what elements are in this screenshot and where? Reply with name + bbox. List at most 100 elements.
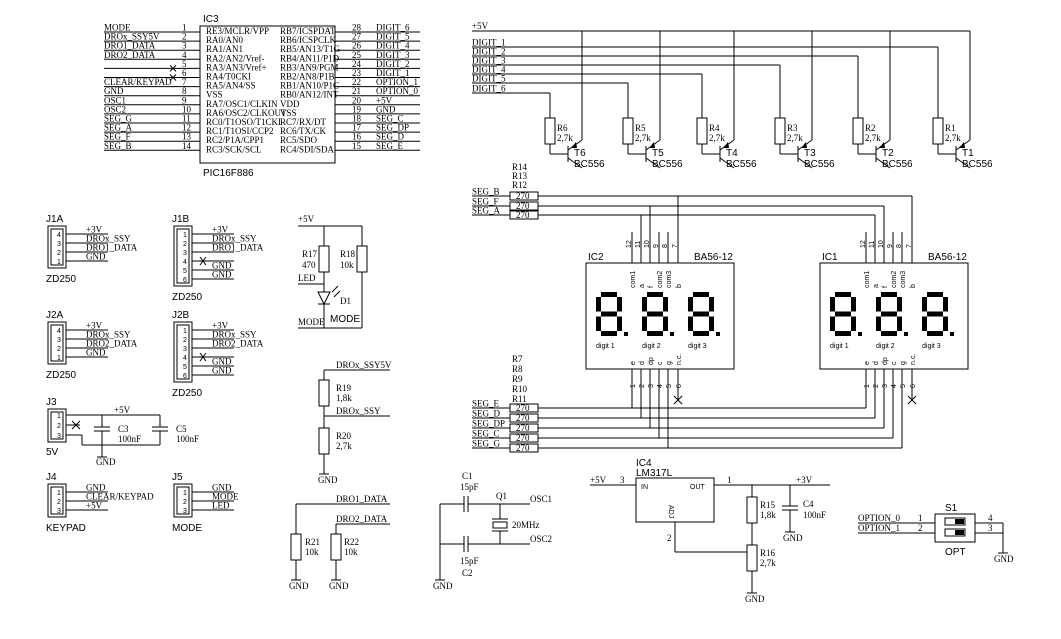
ic3-right-pin-name: RB1/AN10/P1C <box>280 81 339 91</box>
connector-inner <box>176 486 190 515</box>
ic3-left-net: SEG_A <box>104 123 133 133</box>
s1-knob <box>955 530 964 535</box>
display-bottom-pin-label: n.c. <box>910 354 917 365</box>
s1-p2: 2 <box>918 523 923 533</box>
connector-inner <box>176 324 190 380</box>
d1-diode <box>317 291 331 306</box>
mode-net-label: MODE <box>298 317 325 327</box>
ic3-right-pin-name: RB6/ICSPCLK <box>280 35 337 45</box>
j3-filter: +5V C3 100nF C5 100nF GND <box>66 405 199 467</box>
display-top-pin-num: 8 <box>896 244 903 248</box>
q1-ref: Q1 <box>496 491 507 501</box>
connector-inner <box>50 324 64 362</box>
led-circuit: +5V R17 470 R18 10k LED D1 MODE MODE <box>298 214 368 329</box>
display-segment <box>596 297 601 312</box>
connector-ref: J2A <box>46 310 64 321</box>
connector-pin-num: 4 <box>183 355 187 362</box>
transistor-ref: T6 <box>574 148 586 159</box>
display-bottom-pin-label: d <box>639 361 646 365</box>
vin-label: +5V <box>590 475 607 485</box>
ic3-left-pin-name: RC3/SCK/SCL <box>206 144 262 154</box>
nc-mark <box>169 74 177 81</box>
connector-inner <box>50 411 64 440</box>
emitter-arrow <box>801 142 807 148</box>
regulator-circuit: IC4 LM317L IN OUT ADJ +5V 3 1 +3V R15 1,… <box>590 458 830 604</box>
ic3-right-net: OPTION_0 <box>376 86 418 96</box>
display-bottom-pin-label: e <box>630 361 637 365</box>
display-top-pin-num: 11 <box>869 241 876 248</box>
display-top-pin-label: b <box>676 284 683 288</box>
pd-net1: DRO1_DATA <box>336 494 388 504</box>
display-segment <box>851 297 856 312</box>
connector-ref: J1A <box>46 214 64 225</box>
transistor-collector <box>875 157 891 169</box>
transistor-ref: T5 <box>652 148 664 159</box>
base-resistor <box>774 117 786 145</box>
display-top-pin-label: com2 <box>657 271 664 288</box>
connector-part: KEYPAD <box>46 523 86 534</box>
resistor-value: 2,7k <box>635 133 651 143</box>
ic3-left-pin-name: RC1/T1OSI/CCP2 <box>206 126 274 136</box>
display-top-pin-num: 12 <box>626 240 633 248</box>
base-resistor <box>622 117 634 145</box>
digit-driver-section: +5V DIGIT_1DIGIT_2DIGIT_3DIGIT_4DIGIT_5D… <box>472 21 993 170</box>
display-top-pin-label: a <box>639 284 646 288</box>
r19-ref: R19 <box>336 383 352 393</box>
ic3-part: PIC16F886 <box>203 168 254 179</box>
display-bottom-pin-num: 6 <box>676 384 683 388</box>
display-bottom-pin-label: dp <box>648 357 655 365</box>
display-bottom-pin-label: c <box>891 361 898 365</box>
connector-net-label: GND <box>212 483 232 493</box>
display-top-pin-num: 7 <box>672 244 679 248</box>
display-digit-label: digit 2 <box>876 343 895 350</box>
ic3-right-pin-name: RB3/AN9/PGM <box>280 62 339 72</box>
connector-part: MODE <box>172 523 202 534</box>
r15-value: 1,8k <box>760 510 776 520</box>
display-top-pin-num: 9 <box>653 244 660 248</box>
ic3-left-pin-name: RA2/AN2/Vref- <box>206 53 264 63</box>
display-segment <box>927 292 943 297</box>
connector-net-label: GND <box>212 366 232 376</box>
ic4-in: IN <box>641 484 648 491</box>
led-net-label: LED <box>298 273 316 283</box>
ic3-left-num: 9 <box>182 95 187 105</box>
ic3-left-num: 11 <box>182 114 191 124</box>
q1-crystal <box>492 521 508 529</box>
pulldown-circuit: DRO1_DATA DRO2_DATA R21 10k R22 10k GND … <box>289 494 390 591</box>
c4-value: 100nF <box>803 510 826 520</box>
c5-value: 100nF <box>176 434 199 444</box>
display-decimal-point <box>670 332 674 336</box>
resistor-value: 2,7k <box>557 133 573 143</box>
s1-ref: S1 <box>945 503 958 514</box>
display-segment <box>617 316 622 331</box>
seg-resistor-ref: R11 <box>512 394 527 404</box>
display-bottom-pin-num: 5 <box>666 384 673 388</box>
c4-ref: C4 <box>803 499 814 509</box>
ic3-left-pin-name: RA6/OSC2/CLKOUT <box>206 108 287 118</box>
connectors: J1A4+3V3DROx_SSY2DRO1_DATA1GNDZD250J1B1+… <box>46 214 264 534</box>
led-arrow <box>333 290 341 298</box>
connector-pin-num: 3 <box>183 508 187 515</box>
ic3-right-net: DIGIT_1 <box>376 68 410 78</box>
ic3-right-net: DIGIT_3 <box>376 50 410 60</box>
transistor-part: BC556 <box>804 159 835 170</box>
display-digit-label: digit 1 <box>830 343 849 350</box>
ic3-left-net: SEG_F <box>104 132 131 142</box>
ic3-right-net: DIGIT_5 <box>376 32 410 42</box>
resistor-value: 2,7k <box>709 133 725 143</box>
mode-label: MODE <box>330 314 360 325</box>
digit-net-label: DIGIT_1 <box>472 38 506 48</box>
ic3-right-pin-name: VDD <box>280 99 300 109</box>
ic3-right-num: 18 <box>352 114 362 124</box>
connector-net-label: GND <box>212 357 232 367</box>
pin1-label: 1 <box>727 475 732 485</box>
seg-resistor-value: 270 <box>516 201 530 211</box>
display-segment <box>709 316 714 331</box>
display-bottom-pin-num: 3 <box>648 384 655 388</box>
ic3-right-pin-name: RC4/SDI/SDA <box>280 144 335 154</box>
s1-p3: 3 <box>988 523 993 533</box>
pin3-label: 3 <box>620 475 625 485</box>
display-segment <box>922 297 927 312</box>
